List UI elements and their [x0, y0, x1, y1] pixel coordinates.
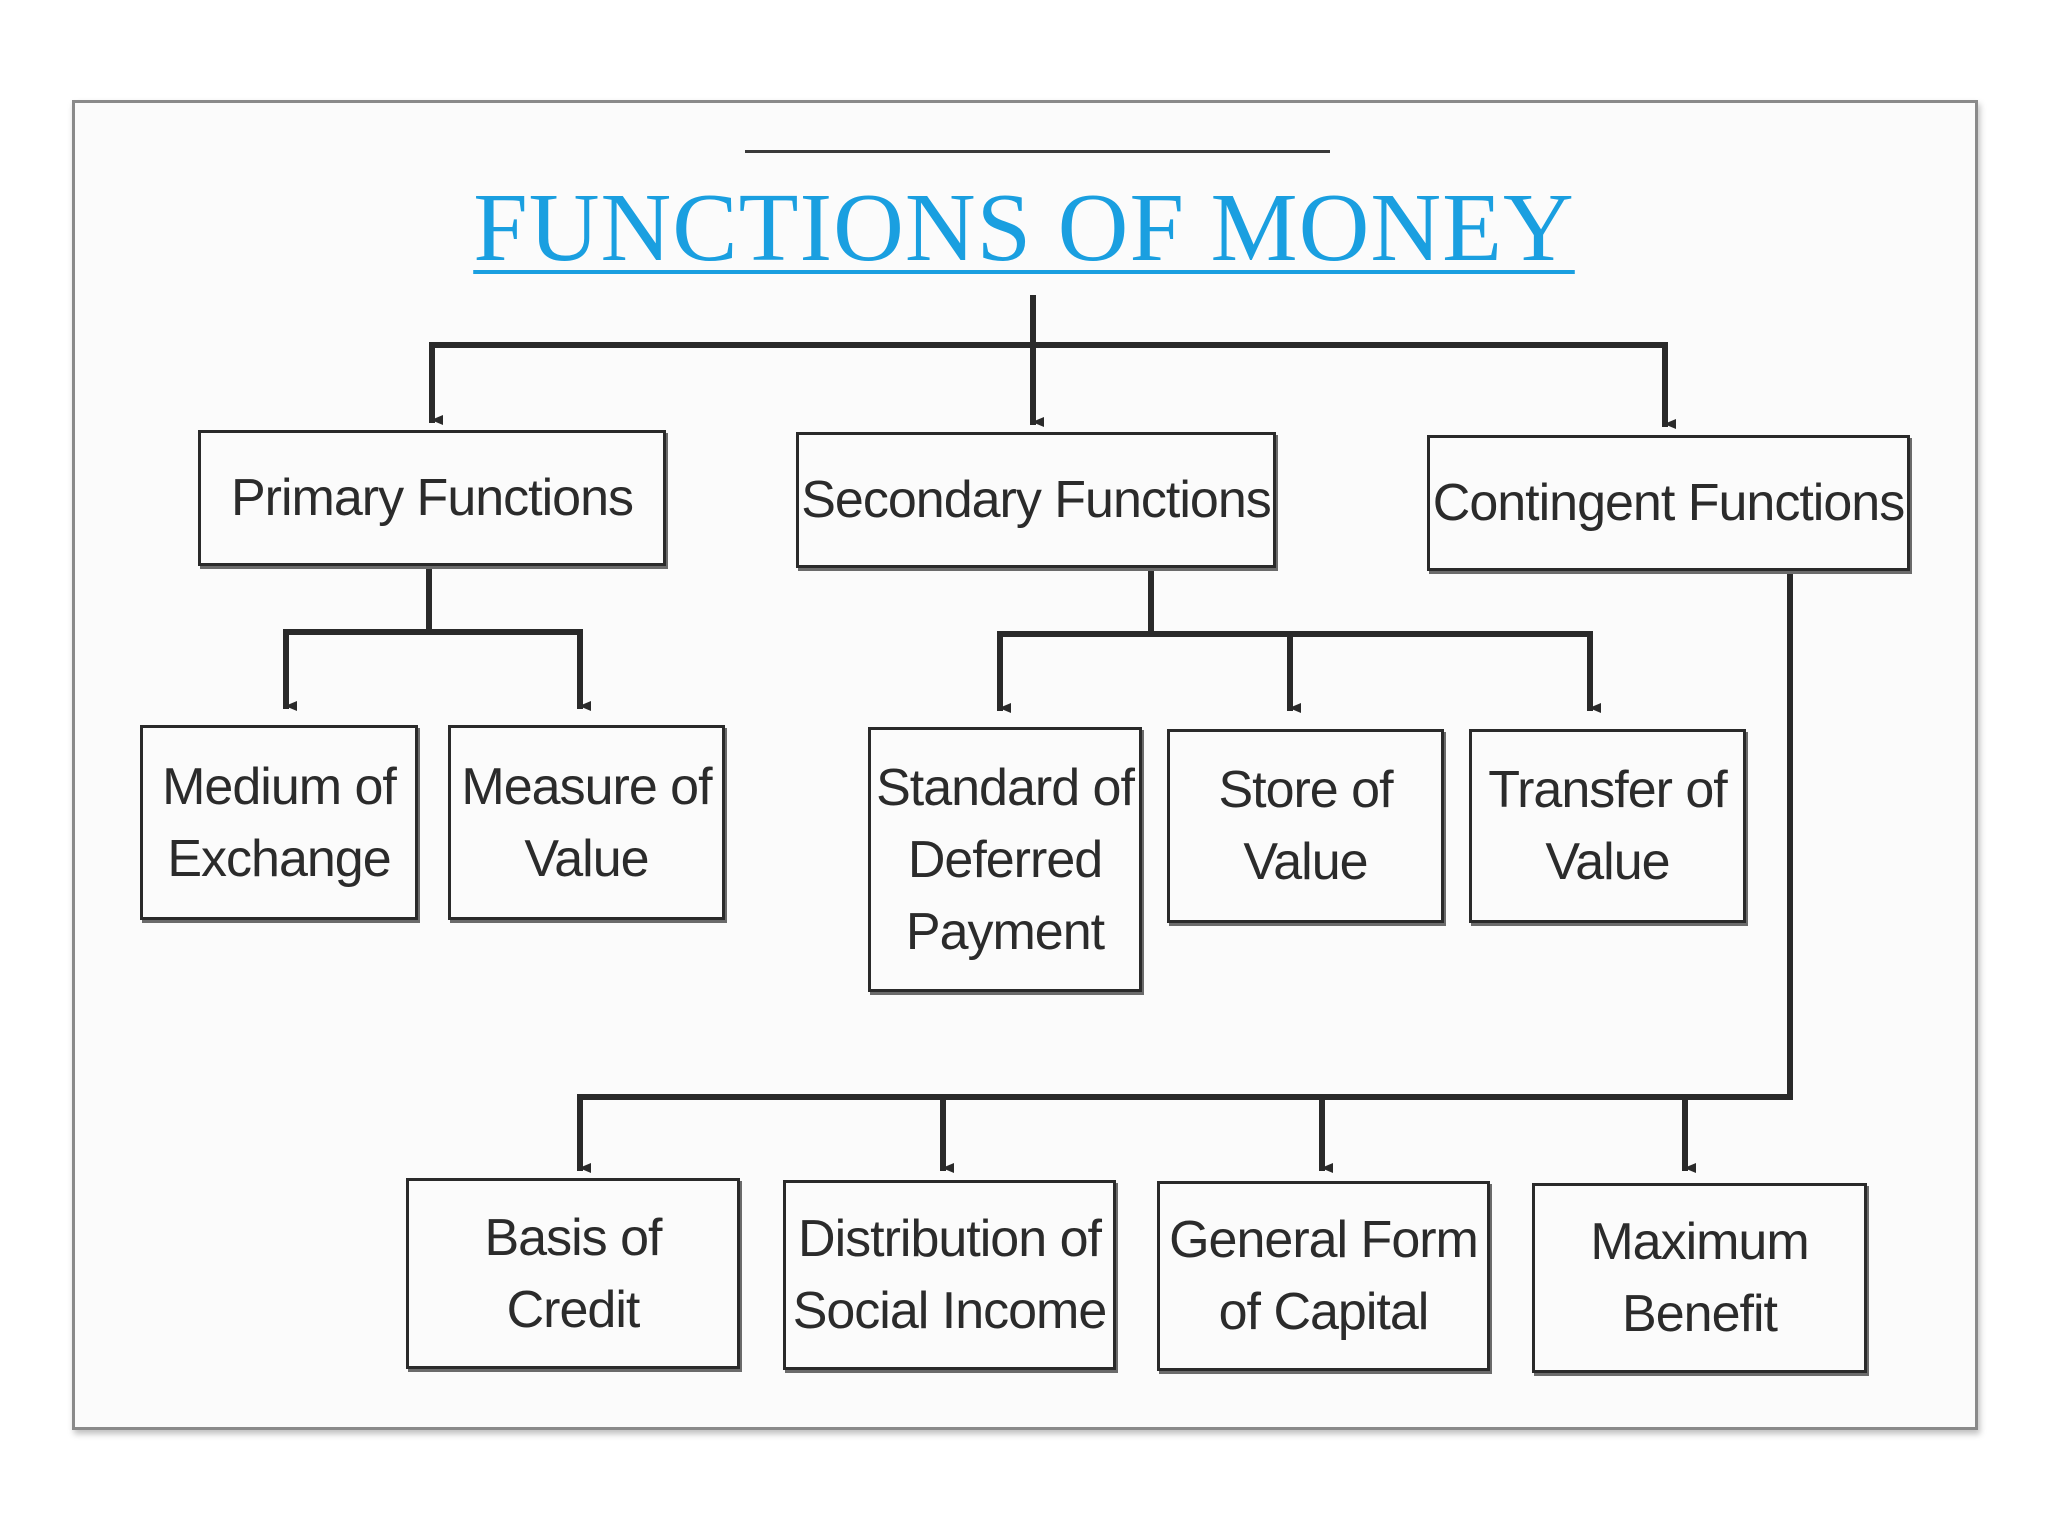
- maximum-benefit-box: Maximum Benefit: [1532, 1183, 1867, 1373]
- primary-functions-box: Primary Functions: [198, 430, 666, 566]
- medium-of-exchange-box: Medium of Exchange: [140, 725, 418, 920]
- secondary-functions-box: Secondary Functions: [796, 432, 1276, 568]
- store-of-value-box: Store of Value: [1167, 729, 1444, 923]
- standard-of-deferred-payment-box: Standard of Deferred Payment: [868, 727, 1142, 992]
- general-form-of-capital-box: General Form of Capital: [1157, 1181, 1490, 1371]
- measure-of-value-box: Measure of Value: [448, 725, 725, 920]
- basis-of-credit-box: Basis of Credit: [406, 1178, 740, 1369]
- title-rule: [745, 150, 1330, 153]
- contingent-functions-box: Contingent Functions: [1427, 435, 1910, 571]
- distribution-of-social-income-box: Distribution of Social Income: [783, 1180, 1116, 1370]
- transfer-of-value-box: Transfer of Value: [1469, 729, 1746, 923]
- diagram-title: FUNCTIONS OF MONEY: [473, 174, 1575, 282]
